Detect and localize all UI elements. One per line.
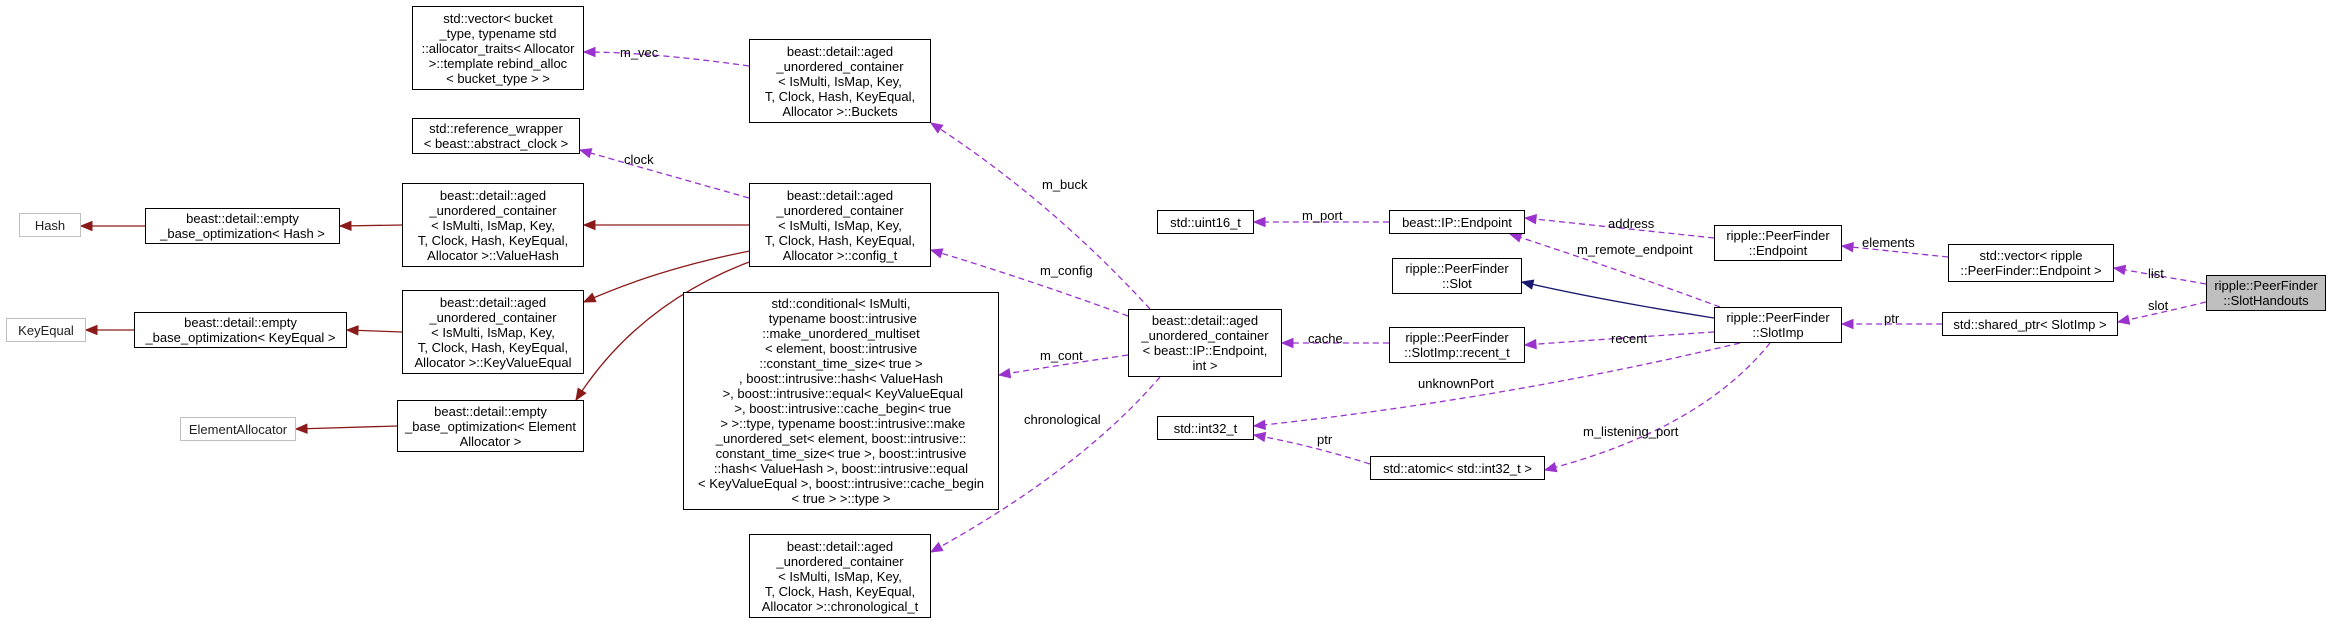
edge-chronological-arrowhead bbox=[929, 541, 944, 553]
node-ip-endpoint[interactable]: beast::IP::Endpoint bbox=[1389, 210, 1525, 234]
node-slot[interactable]: ripple::PeerFinder ::Slot bbox=[1392, 258, 1522, 294]
edge-slot bbox=[2116, 301, 2207, 325]
edge-valuehash-inh bbox=[582, 219, 749, 231]
edge-label-elements: elements bbox=[1862, 235, 1915, 250]
edge-label-m-buck: m_buck bbox=[1042, 177, 1088, 192]
node-endpoint-vector[interactable]: std::vector< ripple ::PeerFinder::Endpoi… bbox=[1948, 244, 2114, 282]
edge-ebokeyequal-inh bbox=[345, 325, 403, 336]
edge-list bbox=[2112, 264, 2207, 285]
edge-eboalloc-inh-arrowhead bbox=[575, 387, 587, 402]
edge-elements bbox=[1840, 241, 1949, 258]
edge-label-cache: cache bbox=[1308, 331, 1343, 346]
edge-label-m-config: m_config bbox=[1040, 263, 1093, 278]
node-ebo-hash[interactable]: beast::detail::empty _base_optimization<… bbox=[145, 208, 340, 244]
edge-m-listening-port bbox=[1543, 342, 1771, 473]
edge-label-slot: slot bbox=[2148, 298, 2169, 313]
edge-slot-arrowhead bbox=[2116, 314, 2131, 325]
edge-label-m-port: m_port bbox=[1302, 208, 1343, 223]
edge-ptr-shared-arrowhead bbox=[1840, 318, 1854, 330]
node-hash[interactable]: Hash bbox=[19, 213, 81, 237]
edge-m-port bbox=[1252, 216, 1389, 228]
node-shared-ptr[interactable]: std::shared_ptr< SlotImp > bbox=[1942, 312, 2118, 336]
node-int32[interactable]: std::int32_t bbox=[1157, 416, 1254, 440]
edge-m-listening-port-arrowhead bbox=[1543, 462, 1558, 473]
edge-label-m-listening-port: m_listening_port bbox=[1583, 424, 1679, 439]
edge-m-config-arrowhead bbox=[929, 248, 944, 259]
edge-m-buck bbox=[929, 122, 1151, 310]
edge-label-m-vec: m_vec bbox=[620, 45, 659, 60]
node-bucket-vector[interactable]: std::vector< bucket _type, typename std … bbox=[412, 6, 584, 90]
edge-kve-inh-arrowhead bbox=[582, 292, 597, 303]
edge-kve-inh bbox=[582, 249, 756, 303]
edge-m-config bbox=[929, 248, 1129, 317]
node-reference-wrapper[interactable]: std::reference_wrapper < beast::abstract… bbox=[412, 118, 580, 154]
edge-list-arrowhead bbox=[2112, 264, 2127, 276]
edge-slot-pub-arrowhead bbox=[1520, 279, 1535, 290]
edge-label-ptr-atomic: ptr bbox=[1317, 432, 1333, 447]
edge-valuehash-inh-arrowhead bbox=[582, 219, 596, 231]
edge-cache bbox=[1280, 337, 1389, 349]
edge-recent bbox=[1523, 331, 1715, 350]
edge-label-chronological: chronological bbox=[1024, 412, 1101, 427]
edge-unknown-port bbox=[1252, 342, 1741, 431]
node-ebo-key-equal[interactable]: beast::detail::empty _base_optimization<… bbox=[134, 312, 347, 348]
edge-m-port-arrowhead bbox=[1252, 216, 1266, 228]
edge-recent-arrowhead bbox=[1523, 338, 1537, 350]
node-key-value-equal[interactable]: beast::detail::aged _unordered_container… bbox=[402, 290, 584, 374]
edge-m-cont-arrowhead bbox=[997, 367, 1012, 379]
edge-hash-inh bbox=[79, 220, 145, 232]
edge-ebokeyequal-inh-arrowhead bbox=[345, 325, 359, 336]
node-config-t[interactable]: beast::detail::aged _unordered_container… bbox=[749, 183, 931, 267]
node-pf-endpoint[interactable]: ripple::PeerFinder ::Endpoint bbox=[1714, 225, 1842, 261]
edge-address bbox=[1523, 213, 1715, 239]
edge-m-buck-arrowhead bbox=[929, 122, 944, 134]
edge-clock bbox=[578, 148, 750, 199]
edge-m-vec bbox=[582, 46, 750, 67]
node-uint16[interactable]: std::uint16_t bbox=[1157, 210, 1254, 234]
edge-ptr-shared bbox=[1840, 318, 1942, 330]
edge-ptr-atomic-arrowhead bbox=[1252, 431, 1267, 443]
edge-ptr-atomic bbox=[1252, 431, 1371, 465]
edge-eboalloc-inh bbox=[575, 257, 761, 402]
node-conditional-type[interactable]: std::conditional< IsMulti, typename boos… bbox=[683, 292, 999, 510]
node-chronological-t[interactable]: beast::detail::aged _unordered_container… bbox=[749, 534, 931, 618]
edge-label-clock: clock bbox=[624, 152, 654, 167]
edge-label-m-cont: m_cont bbox=[1040, 348, 1083, 363]
node-buckets[interactable]: beast::detail::aged _unordered_container… bbox=[749, 39, 931, 123]
edge-chronological bbox=[929, 376, 1161, 553]
edge-elements-arrowhead bbox=[1840, 241, 1854, 253]
edge-label-address: address bbox=[1608, 216, 1655, 231]
node-value-hash[interactable]: beast::detail::aged _unordered_container… bbox=[402, 183, 584, 267]
edge-clock-arrowhead bbox=[578, 148, 593, 159]
edge-elemalloc-inh bbox=[294, 423, 398, 434]
edge-label-list: list bbox=[2148, 266, 2164, 281]
edge-ebohash-inh bbox=[338, 220, 403, 232]
node-key-equal[interactable]: KeyEqual bbox=[6, 318, 86, 342]
edge-m-cont bbox=[997, 354, 1129, 379]
edge-label-m-remote-endpoint: m_remote_endpoint bbox=[1577, 242, 1693, 257]
node-endpoint-container[interactable]: beast::detail::aged _unordered_container… bbox=[1128, 309, 1282, 377]
node-slot-handouts[interactable]: ripple::PeerFinder ::SlotHandouts bbox=[2206, 275, 2326, 311]
edge-elemalloc-inh-arrowhead bbox=[294, 423, 308, 434]
edge-label-unknown-port: unknownPort bbox=[1418, 376, 1494, 391]
edge-slot-pub bbox=[1520, 279, 1715, 319]
edge-keyequal-inh-arrowhead bbox=[84, 324, 98, 336]
edge-label-recent: recent bbox=[1611, 331, 1648, 346]
node-ebo-element-allocator[interactable]: beast::detail::empty _base_optimization<… bbox=[397, 400, 584, 452]
edge-cache-arrowhead bbox=[1280, 337, 1294, 349]
node-slot-imp[interactable]: ripple::PeerFinder ::SlotImp bbox=[1714, 307, 1842, 343]
edge-hash-inh-arrowhead bbox=[79, 220, 93, 232]
node-recent-t[interactable]: ripple::PeerFinder ::SlotImp::recent_t bbox=[1389, 327, 1525, 363]
edge-m-remote-endpoint-arrowhead bbox=[1508, 232, 1523, 243]
edge-keyequal-inh bbox=[84, 324, 134, 336]
edge-ebohash-inh-arrowhead bbox=[338, 220, 352, 232]
edge-address-arrowhead bbox=[1523, 213, 1537, 225]
edge-unknown-port-arrowhead bbox=[1252, 419, 1266, 431]
node-atomic-int32[interactable]: std::atomic< std::int32_t > bbox=[1370, 456, 1545, 480]
edge-m-vec-arrowhead bbox=[582, 46, 596, 58]
edge-label-ptr-shared: ptr bbox=[1884, 311, 1900, 326]
node-element-allocator[interactable]: ElementAllocator bbox=[180, 417, 296, 441]
